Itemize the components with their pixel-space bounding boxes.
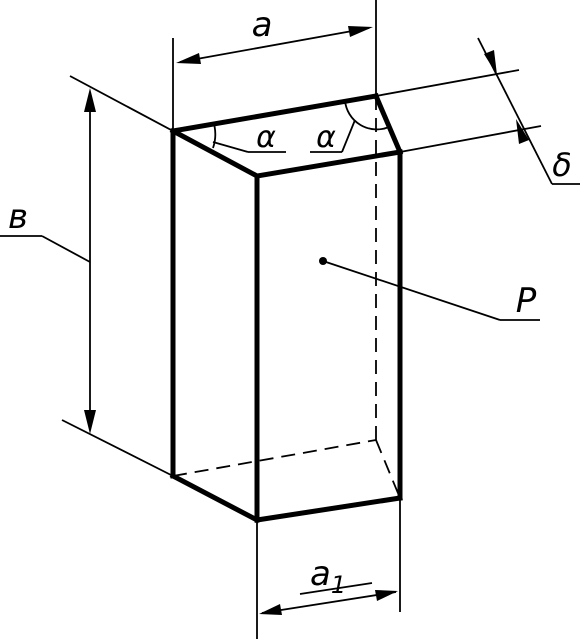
arrowhead (84, 88, 96, 112)
arrowhead (176, 53, 201, 64)
label-point-p: P (516, 281, 537, 321)
arrowhead (375, 590, 398, 601)
label-a1-subscript: 1 (331, 571, 346, 599)
angle-left: α (212, 120, 286, 155)
point-p: P (319, 257, 540, 321)
hidden-edges (172, 96, 401, 499)
arrowhead (484, 50, 497, 75)
label-angle-right: α (316, 120, 336, 155)
label-a: a (252, 5, 273, 45)
dimension-height: в (0, 75, 174, 477)
arrowhead (348, 26, 373, 37)
dimension-a: a (172, 0, 377, 131)
arrowhead (259, 604, 282, 615)
label-a1: a1 (310, 554, 346, 599)
label-a1-main: a (310, 554, 331, 594)
angle-right: α (310, 100, 390, 155)
label-height: в (8, 197, 28, 237)
prism-outline (169, 92, 404, 524)
arrowhead (516, 119, 529, 144)
arrowhead (84, 410, 96, 434)
dimension-delta: δ (375, 37, 580, 185)
label-angle-left: α (256, 120, 276, 155)
dimension-a1: a1 (256, 498, 401, 639)
label-delta: δ (552, 146, 572, 184)
